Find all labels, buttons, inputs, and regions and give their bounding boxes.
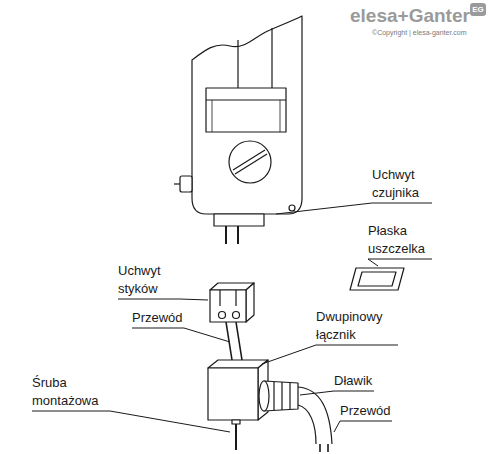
cable [298,387,332,452]
two-pin-connector [208,360,268,420]
cable-gland [259,381,298,411]
sensor-holder [174,16,302,244]
part-label: Dwupinowy łącznik [316,308,398,344]
flat-gasket [350,268,404,290]
logo-watermark: elesa+Ganter [350,5,470,27]
contact-holder [210,283,254,322]
part-label: Przewód [132,309,183,327]
copyright-note: ©Copyright | elesa-ganter.com [372,28,467,37]
part-label: Przewód [340,402,391,420]
part-label: Uchwyt czujnika [372,166,434,202]
part-label: Uchwyt styków [118,262,180,298]
part-label: Płaska uszczelka [368,222,434,258]
part-label: Dławik [334,372,372,390]
logo-badge-text: EG [470,3,486,16]
mounting-screw [232,420,240,450]
part-label: Śruba montażowa [32,374,110,410]
logo-badge [470,3,486,16]
